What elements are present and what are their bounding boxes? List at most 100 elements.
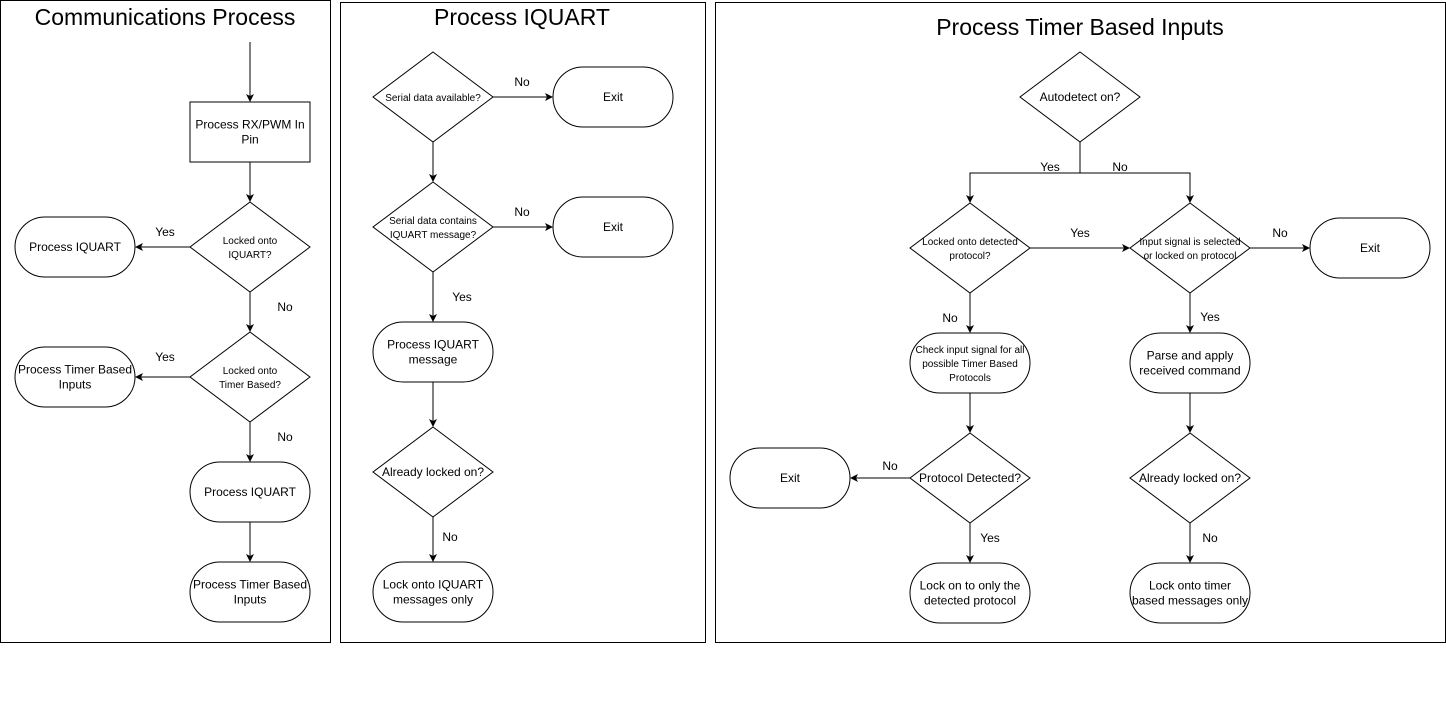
terminal-shape [372, 561, 494, 623]
edge-label-i-yes: Yes [452, 290, 472, 304]
node-label: Lock onto IQUART [383, 578, 484, 592]
node-label: Process Timer Based [18, 363, 132, 377]
decision-diamond [1129, 202, 1251, 294]
terminal-shape [909, 332, 1031, 394]
node-label: protocol? [949, 251, 991, 262]
edge-label-t-no-locked: No [942, 311, 958, 325]
node-i-exit1: Exit [552, 66, 674, 128]
node-label: message [409, 353, 458, 367]
node-label: Locked onto detected [922, 237, 1018, 248]
node-label: Process IQUART [204, 485, 296, 499]
decision-diamond [372, 426, 494, 518]
node-i-exit2: Exit [552, 196, 674, 258]
node-label: Timer Based? [219, 380, 281, 391]
node-t-locked-det: Locked onto detected protocol? [909, 202, 1031, 294]
connector-13 [966, 142, 1081, 203]
edge-label-t-yes-auto: Yes [1040, 160, 1060, 174]
terminal-shape [372, 321, 494, 383]
node-label: Exit [780, 471, 801, 485]
terminal-shape [552, 66, 674, 128]
edge-label-t-yes-locked: Yes [1070, 226, 1090, 240]
node-label: or locked on protocol [1144, 251, 1237, 262]
edge-label-c-yes1: Yes [155, 225, 175, 239]
node-label: Locked onto [223, 366, 278, 377]
edge-label-t-no-auto: No [1112, 160, 1128, 174]
terminal-shape [14, 346, 136, 408]
node-label: Inputs [234, 593, 267, 607]
node-c-proc-iq2: Process IQUART [189, 461, 311, 523]
node-t-exit2: Exit [729, 447, 851, 509]
node-label: Check input signal for all [916, 345, 1025, 356]
panel-title-iquart: Process IQUART [434, 4, 610, 30]
decision-diamond [189, 201, 311, 293]
node-c-proc-iq: Process IQUART [14, 216, 136, 278]
terminal-shape [14, 216, 136, 278]
decision-diamond [909, 432, 1031, 524]
panel-title-communications: Communications Process [35, 4, 296, 30]
node-label: Input signal is selected [1139, 237, 1240, 248]
node-label: Exit [1360, 241, 1381, 255]
edge-label-t-no-detected: No [882, 459, 898, 473]
node-label: received command [1139, 364, 1240, 378]
terminal-shape [909, 562, 1031, 624]
node-label: Process Timer Based [193, 578, 307, 592]
edge-label-t-yes-detected: Yes [980, 531, 1000, 545]
edge-label-i-no3: No [442, 530, 458, 544]
node-label: Inputs [59, 378, 92, 392]
decision-diamond [189, 331, 311, 423]
node-label: Locked onto [223, 236, 278, 247]
decision-diamond [1129, 432, 1251, 524]
node-label: Already locked on? [382, 465, 484, 479]
node-i-locked: Already locked on? [372, 426, 494, 518]
connector-lines [135, 42, 1310, 563]
decision-diamond [372, 181, 494, 273]
node-i-serial: Serial data available? [372, 51, 494, 143]
terminal-shape [1129, 562, 1251, 624]
node-label: Process RX/PWM In [195, 118, 304, 132]
node-label: Parse and apply [1147, 349, 1234, 363]
node-label: Lock on to only the [920, 579, 1021, 593]
connector-14 [1080, 172, 1194, 203]
panel-title-timer: Process Timer Based Inputs [936, 14, 1224, 40]
node-t-detected: Protocol Detected? [909, 432, 1031, 524]
node-label: Already locked on? [1139, 471, 1241, 485]
node-label: Serial data available? [385, 93, 481, 104]
edge-label-c-yes2: Yes [155, 350, 175, 364]
node-t-auto: Autodetect on? [1019, 51, 1141, 143]
decision-diamond [909, 202, 1031, 294]
terminal-shape [1129, 332, 1251, 394]
process-box [189, 101, 311, 163]
terminal-shape [189, 561, 311, 623]
edge-label-t-no-input: No [1272, 226, 1288, 240]
edge-label-i-no1: No [514, 75, 530, 89]
node-label: Serial data contains [389, 216, 477, 227]
node-label: Exit [603, 90, 624, 104]
node-label: Autodetect on? [1040, 90, 1121, 104]
edge-label-c-no1: No [277, 300, 293, 314]
edge-label-t-no-already: No [1202, 531, 1218, 545]
terminal-shape [1309, 217, 1431, 279]
node-label: Exit [603, 220, 624, 234]
edge-label-i-no2: No [514, 205, 530, 219]
node-label: Protocol Detected? [919, 471, 1021, 485]
panel-communications-process [0, 0, 331, 643]
terminal-shape [729, 447, 851, 509]
node-t-input-sel: Input signal is selected or locked on pro… [1129, 202, 1251, 294]
decision-diamond [1019, 51, 1141, 143]
terminal-shape [189, 461, 311, 523]
node-label: Process IQUART [29, 240, 121, 254]
edge-label-c-no2: No [277, 430, 293, 444]
decision-diamond [372, 51, 494, 143]
